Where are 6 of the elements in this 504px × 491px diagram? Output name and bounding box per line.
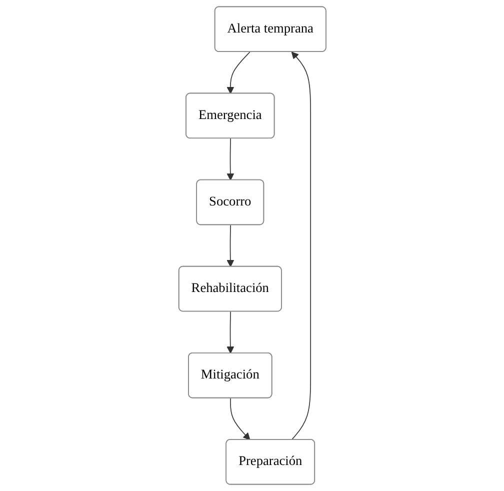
arrow bbox=[226, 138, 234, 180]
arrow bbox=[290, 52, 311, 440]
arrow bbox=[226, 52, 250, 94]
arrow bbox=[226, 224, 234, 268]
arrow bbox=[230, 398, 250, 440]
arrow bbox=[226, 311, 234, 354]
